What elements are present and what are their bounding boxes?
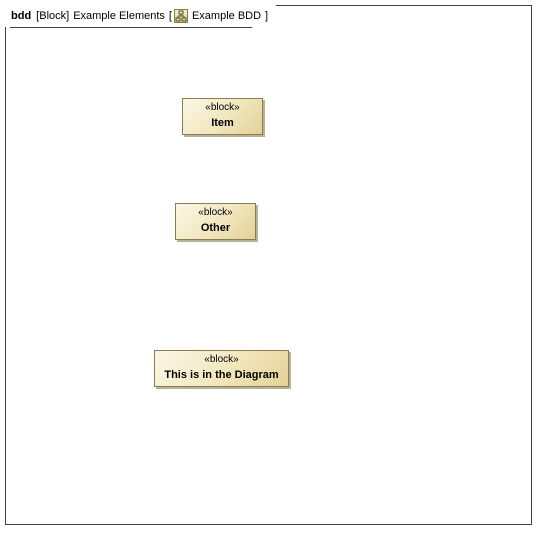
block-name: Item [211, 117, 234, 129]
block-name: Other [200, 222, 231, 234]
diagram-kind-label: bdd [11, 10, 32, 22]
element-type-label: [Block] [36, 10, 70, 22]
block-definition-diagram-icon [173, 9, 188, 23]
close-bracket: ] [265, 10, 269, 22]
diagram-name-label: Example BDD [191, 10, 262, 22]
block-stereotype: «block» [198, 207, 233, 218]
block-name: This is in the Diagram [164, 369, 279, 381]
block-other[interactable]: «block» Other [175, 203, 256, 240]
element-name-label: Example Elements [73, 10, 165, 22]
block-this-is-in-the-diagram[interactable]: «block» This is in the Diagram [154, 350, 289, 387]
block-item[interactable]: «block» Item [182, 98, 263, 135]
open-bracket: [ [168, 10, 172, 22]
diagram-frame [5, 5, 532, 525]
frame-header[interactable]: bdd [Block] Example Elements [ Example B… [5, 5, 277, 27]
block-stereotype: «block» [204, 354, 239, 365]
block-stereotype: «block» [205, 102, 240, 113]
